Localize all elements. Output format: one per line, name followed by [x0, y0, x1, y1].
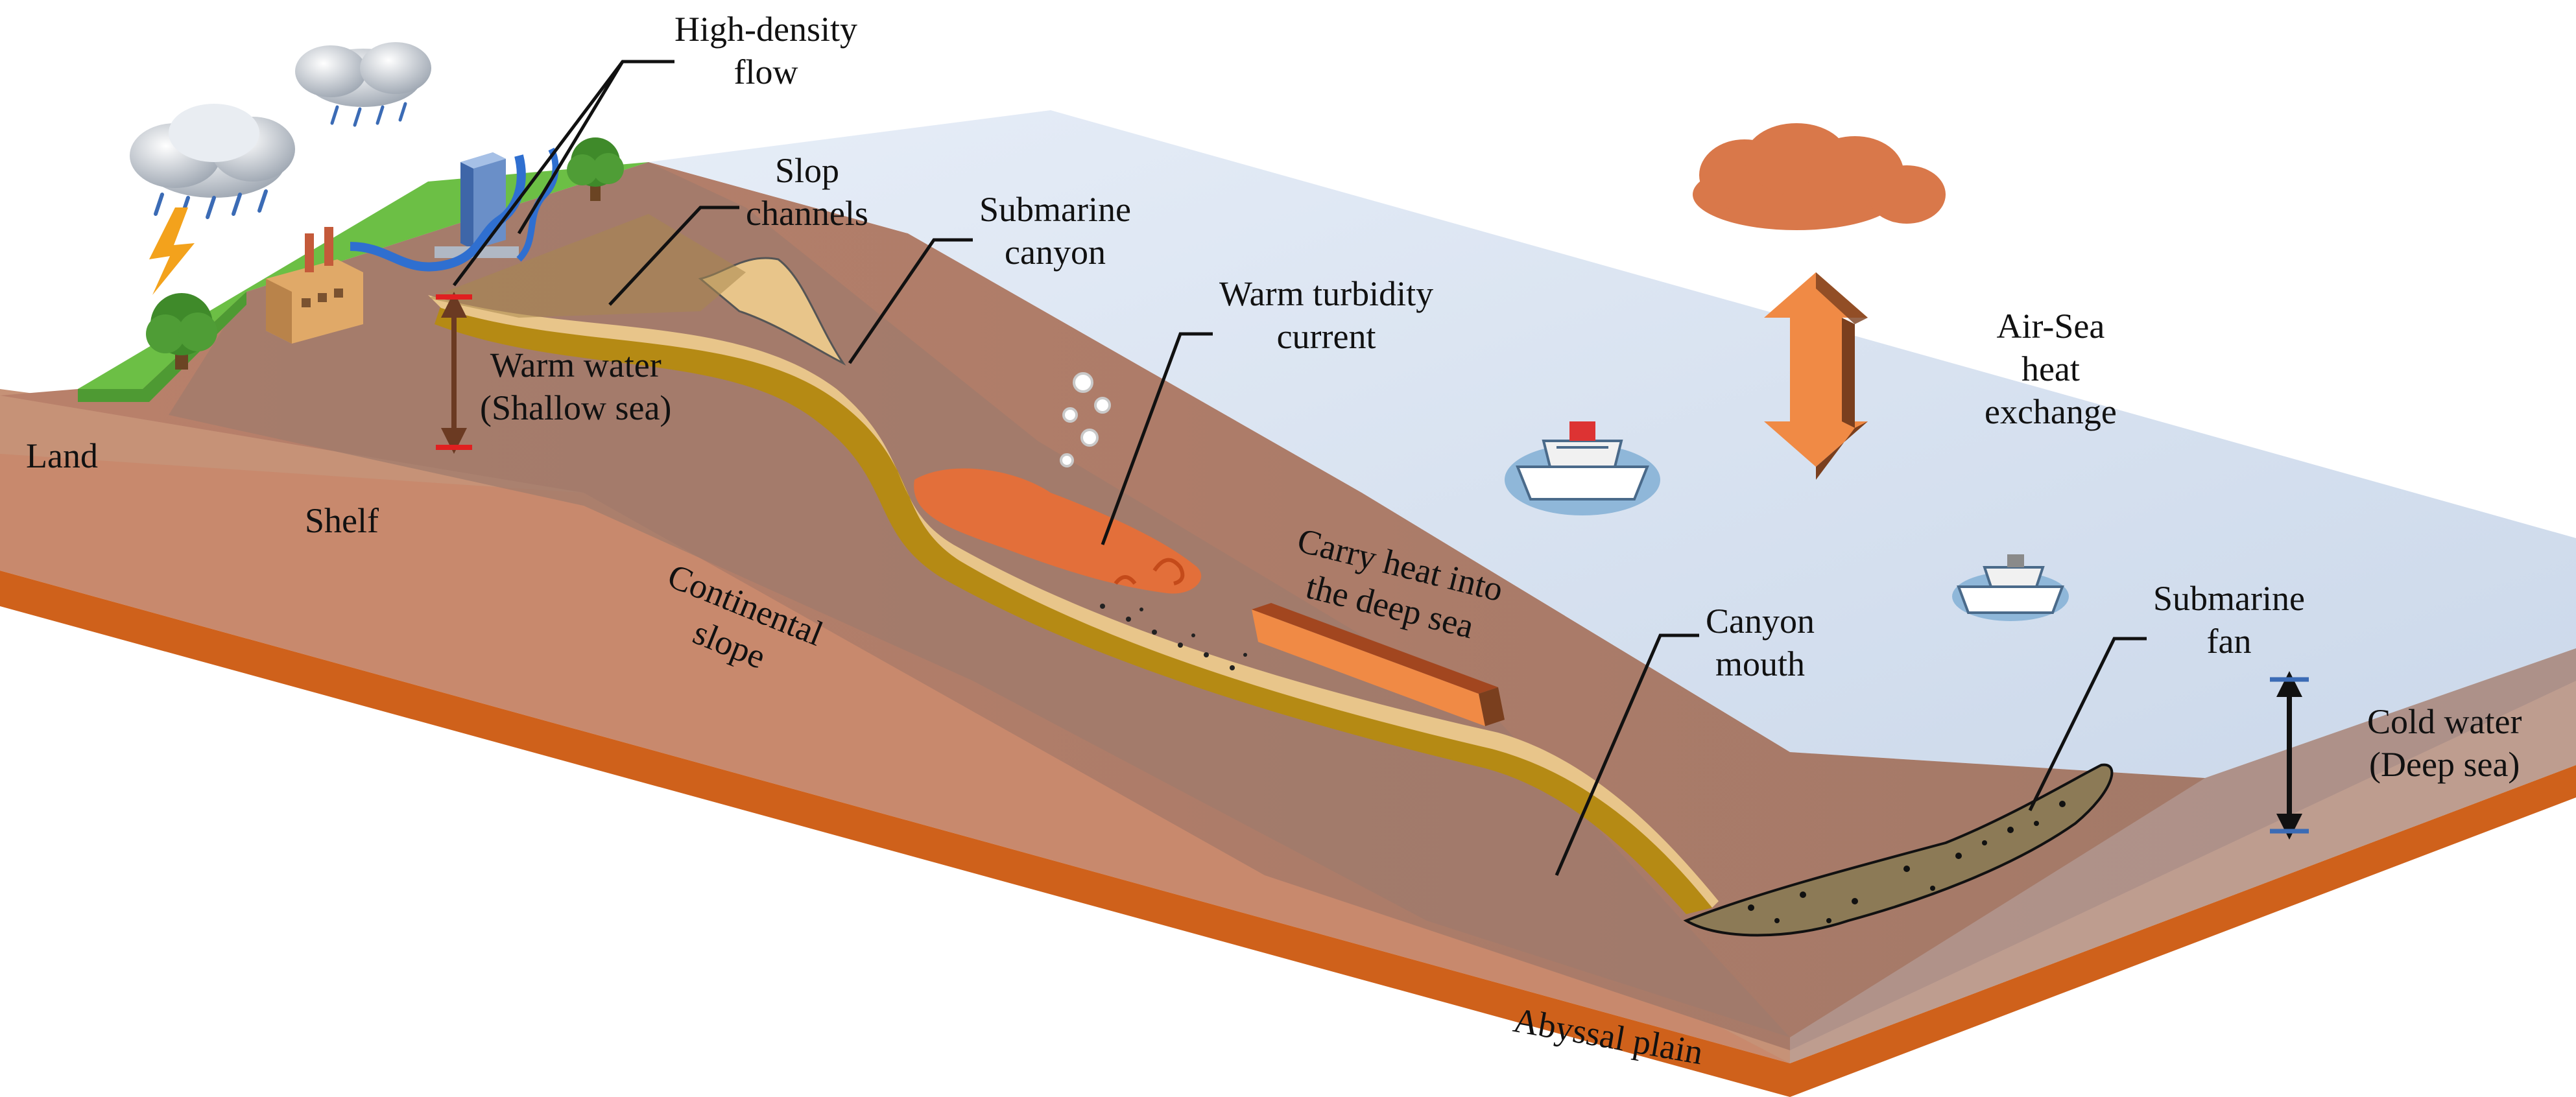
sea-water-front — [1790, 648, 2576, 1063]
leader-turbidity — [1101, 332, 1213, 545]
submarine-fan — [1683, 763, 2114, 937]
slope-channel-tip — [698, 257, 846, 366]
leader-submarine-canyon — [848, 238, 973, 364]
warm-water-zone — [428, 214, 746, 318]
sediment-dots — [1100, 604, 1247, 670]
storm-cloud-icon — [130, 104, 295, 219]
bubble-icon — [1060, 372, 1111, 467]
air-sea-arrow — [1764, 272, 1868, 480]
label-cold-water: Cold water (Deep sea) — [2367, 702, 2522, 784]
label-high-density-flow: High-density flow — [674, 10, 857, 91]
tree-icon — [567, 137, 624, 201]
cloud-icon — [1693, 123, 1946, 230]
shallow-depth-marker — [436, 292, 472, 454]
label-canyon-mouth: Canyon mouth — [1706, 602, 1815, 683]
carry-heat-arrow — [1252, 603, 1505, 726]
leader-high-density-2 — [517, 60, 625, 235]
factory-icon — [266, 227, 363, 344]
fan-dots — [1748, 801, 2066, 923]
land-edge — [78, 292, 246, 402]
tree-icon — [146, 293, 217, 370]
land-surface — [78, 162, 649, 389]
slope-shadow — [169, 162, 1790, 1037]
ship-icon — [1952, 554, 2069, 621]
lightning-icon — [149, 207, 195, 295]
leader-slop-channels — [608, 206, 739, 306]
label-submarine-canyon: Submarine canyon — [979, 190, 1131, 272]
label-shelf: Shelf — [305, 501, 379, 540]
label-air-sea-heat-exchange: Air-Sea heat exchange — [1985, 307, 2117, 431]
leader-submarine-fan — [2028, 637, 2147, 812]
cross-section-lower — [0, 454, 1790, 1063]
ship-icon — [1505, 421, 1660, 515]
turbidity-curls — [1114, 558, 1185, 585]
label-warm-turbidity-current: Warm turbidity current — [1219, 274, 1434, 356]
label-land: Land — [26, 436, 98, 475]
river — [350, 154, 526, 272]
leader-canyon-mouth — [1555, 633, 1699, 876]
turbidity-plume — [914, 468, 1202, 594]
label-warm-water: Warm water (Shallow sea) — [480, 346, 672, 427]
leader-lines — [453, 60, 2147, 876]
label-submarine-fan: Submarine fan — [2153, 579, 2305, 661]
rain-cloud-icon — [295, 42, 431, 127]
label-slop-channels: Slop channels — [746, 151, 868, 233]
deep-depth-marker — [2270, 671, 2309, 840]
